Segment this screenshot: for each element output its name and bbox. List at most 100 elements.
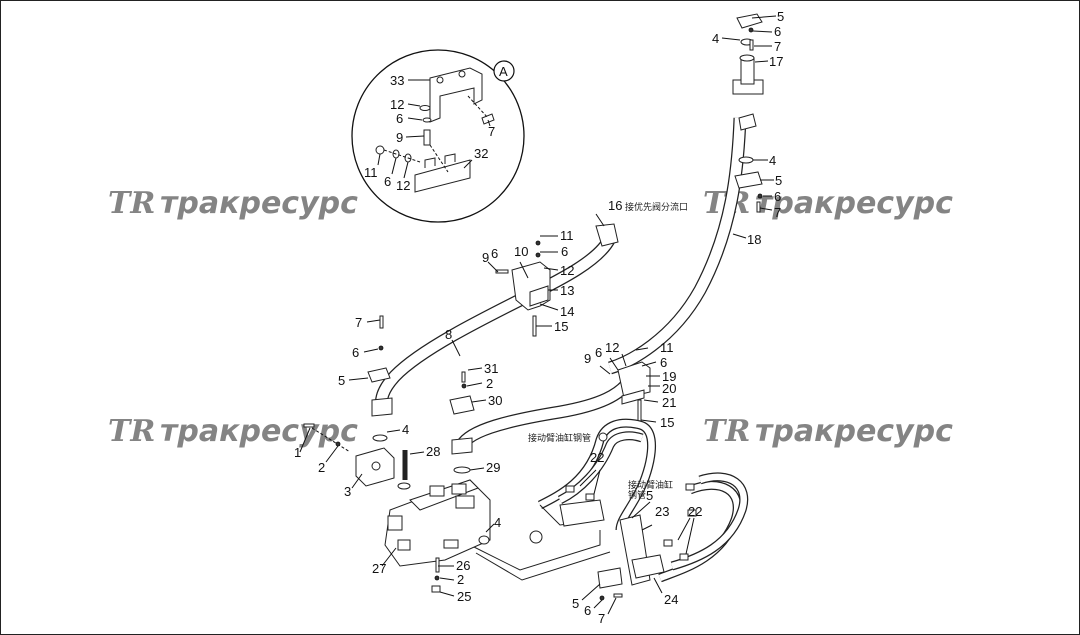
watermark-logo: TR bbox=[703, 414, 750, 449]
leader bbox=[595, 213, 605, 227]
callout-22: 22 bbox=[688, 504, 702, 519]
valve-section bbox=[429, 485, 445, 497]
leader bbox=[581, 583, 601, 601]
assembly-axis bbox=[383, 149, 421, 163]
nut-11 bbox=[375, 145, 385, 155]
bolt-1-axis bbox=[311, 427, 351, 453]
bracket-hole bbox=[458, 70, 466, 78]
split-flange-30 bbox=[449, 395, 475, 415]
callout-4: 4 bbox=[402, 422, 409, 437]
bracket-hole bbox=[436, 76, 444, 84]
leader bbox=[593, 599, 603, 609]
leader bbox=[751, 15, 777, 19]
block-24 bbox=[631, 554, 665, 579]
clamp-plate-32 bbox=[414, 159, 471, 193]
bolt-31 bbox=[461, 371, 466, 383]
leader bbox=[519, 261, 529, 279]
valve-section bbox=[451, 483, 467, 495]
washer-6 bbox=[748, 27, 754, 33]
detail-view-a: A bbox=[351, 49, 525, 223]
valve-spool bbox=[397, 539, 411, 551]
bracket-plate bbox=[559, 499, 605, 527]
leader bbox=[469, 467, 485, 471]
callout-24: 24 bbox=[664, 592, 678, 607]
hose-fitting bbox=[679, 553, 689, 561]
leader bbox=[752, 30, 773, 33]
watermark-text: тракресурс bbox=[755, 186, 953, 221]
leader bbox=[539, 303, 559, 311]
washer-2 bbox=[434, 575, 440, 581]
callout-28: 28 bbox=[426, 444, 440, 459]
leader bbox=[466, 382, 483, 387]
callout-5: 5 bbox=[646, 488, 653, 503]
leader bbox=[487, 119, 491, 127]
callout-7: 7 bbox=[774, 39, 781, 54]
o-ring bbox=[397, 482, 411, 490]
callout-11: 11 bbox=[364, 165, 378, 180]
bolt-26 bbox=[435, 557, 440, 573]
callout-7: 7 bbox=[355, 315, 362, 330]
watermark-bottom-left: TR тракресурс bbox=[108, 414, 358, 449]
callout-15: 15 bbox=[554, 319, 568, 334]
callout-4: 4 bbox=[494, 515, 501, 530]
callout-5: 5 bbox=[775, 173, 782, 188]
leader bbox=[409, 451, 425, 455]
callout-20: 20 bbox=[662, 381, 676, 396]
callout-11: 11 bbox=[660, 340, 674, 355]
watermark-bottom-right: TR тракресурс bbox=[703, 414, 953, 449]
callout-8: 8 bbox=[445, 327, 452, 342]
leader bbox=[386, 429, 401, 433]
nut-7 bbox=[481, 113, 495, 125]
leader bbox=[631, 501, 651, 519]
hose-18-end-fitting bbox=[738, 113, 757, 131]
leader bbox=[299, 427, 311, 453]
callout-6: 6 bbox=[561, 244, 568, 259]
washer-12 bbox=[419, 105, 431, 111]
callout-labels: 5 4 6 7 17 4 5 6 7 18 33 12 6 9 7 11 6 1… bbox=[294, 9, 784, 626]
leader bbox=[677, 517, 691, 541]
leader bbox=[403, 161, 409, 179]
steel-tube bbox=[469, 530, 601, 571]
callout-6: 6 bbox=[352, 345, 359, 360]
callout-6: 6 bbox=[584, 603, 591, 618]
watermark-text: тракресурс bbox=[160, 186, 358, 221]
callout-4: 4 bbox=[712, 31, 719, 46]
callout-6: 6 bbox=[595, 345, 602, 360]
tube-17-top bbox=[739, 54, 755, 62]
tube-17 bbox=[740, 57, 755, 85]
hose-8-elbow bbox=[371, 397, 393, 417]
detail-a-ref-circle bbox=[529, 530, 543, 544]
callout-6: 6 bbox=[384, 174, 391, 189]
callout-6: 6 bbox=[396, 111, 403, 126]
bolt-15 bbox=[532, 315, 537, 337]
leader bbox=[643, 399, 659, 403]
o-ring-4 bbox=[478, 535, 490, 545]
port-hole bbox=[371, 461, 381, 471]
leader bbox=[599, 365, 611, 375]
callout-6: 6 bbox=[660, 355, 667, 370]
o-ring-29 bbox=[453, 466, 471, 474]
callout-5: 5 bbox=[338, 373, 345, 388]
clamp-21 bbox=[621, 389, 645, 405]
callout-25: 25 bbox=[457, 589, 471, 604]
callout-7: 7 bbox=[488, 124, 495, 139]
leader bbox=[759, 207, 773, 211]
hose-8-outer bbox=[374, 234, 616, 412]
leader bbox=[463, 159, 473, 169]
callout-32: 32 bbox=[474, 146, 488, 161]
hose-22-a-inner bbox=[538, 419, 655, 531]
bracket-19 bbox=[617, 361, 651, 399]
watermark-logo: TR bbox=[108, 414, 155, 449]
leader bbox=[721, 37, 741, 41]
annotation-boom-cylinder-tube: 接动臂油缸钢管 bbox=[528, 432, 591, 444]
leader bbox=[405, 135, 425, 138]
leader bbox=[607, 597, 617, 615]
callout-5: 5 bbox=[572, 596, 579, 611]
leader bbox=[732, 233, 747, 239]
callout-4: 4 bbox=[769, 153, 776, 168]
callout-5: 5 bbox=[777, 9, 784, 24]
bolt-7 bbox=[613, 593, 623, 598]
leader bbox=[351, 473, 363, 489]
o-ring-4 bbox=[738, 156, 754, 164]
leader bbox=[467, 367, 483, 371]
